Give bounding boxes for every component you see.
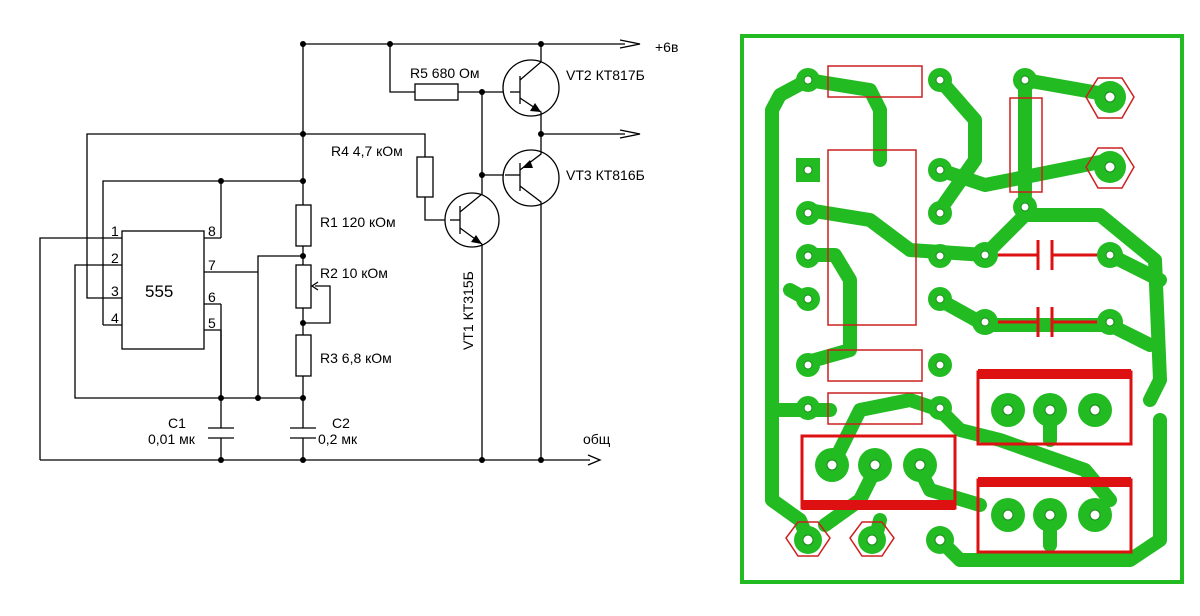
- resistor-r5: [414, 83, 459, 101]
- c1-name: C1: [168, 415, 186, 431]
- ic-555: [121, 230, 205, 350]
- capacitor-c2: [290, 427, 316, 460]
- output-rail: [541, 129, 641, 139]
- ground-rail: [40, 454, 602, 466]
- r2-label: R2 10 кОм: [320, 265, 388, 281]
- r5-label: R5 680 Ом: [410, 65, 480, 81]
- r3-label: R3 6,8 кОм: [320, 350, 392, 366]
- pin-5: 5: [208, 315, 216, 331]
- resistor-r1: [295, 204, 312, 247]
- pads: [794, 68, 1126, 554]
- pin-1: 1: [111, 223, 119, 239]
- resistor-r3: [295, 334, 312, 377]
- junction-dots: [218, 41, 544, 463]
- copper-traces: [765, 73, 1167, 567]
- transistor-vt2: [502, 44, 560, 134]
- transistor-vt3: [502, 134, 560, 460]
- silkscreen: [785, 65, 1135, 557]
- c2-value: 0,2 мк: [318, 431, 358, 447]
- ic-label: 555: [145, 282, 173, 301]
- pin-4: 4: [111, 310, 119, 326]
- transistor-vt1: [444, 175, 500, 460]
- capacitor-c1: [208, 427, 234, 460]
- capacitor-c2-silk: [985, 307, 1110, 337]
- vt2-label: VT2 КТ817Б: [566, 67, 645, 83]
- pin-6: 6: [208, 289, 216, 305]
- c1-value: 0,01 мк: [148, 431, 196, 447]
- board-outline: [740, 34, 1184, 584]
- capacitor-c1-silk: [985, 240, 1110, 270]
- r1-label: R1 120 кОм: [320, 214, 396, 230]
- circuit-schematic: 555 1 2 3 4 8 7 6 5 R1 120 кОм R2 10 кОм…: [39, 39, 678, 466]
- vt1-label: VT1 КТ315Б: [460, 271, 476, 350]
- resistor-r4: [416, 156, 434, 198]
- pin-2: 2: [111, 250, 119, 266]
- pin-8: 8: [208, 223, 216, 239]
- potentiometer-r2: [295, 264, 312, 309]
- supply-rail: [303, 39, 641, 49]
- ground-label: общ: [583, 431, 611, 447]
- pin-7: 7: [208, 257, 216, 273]
- vt3-label: VT3 КТ816Б: [566, 167, 645, 183]
- pin-3: 3: [111, 283, 119, 299]
- r4-label: R4 4,7 кОм: [331, 143, 403, 159]
- c2-name: C2: [332, 415, 350, 431]
- supply-label: +6в: [655, 39, 678, 55]
